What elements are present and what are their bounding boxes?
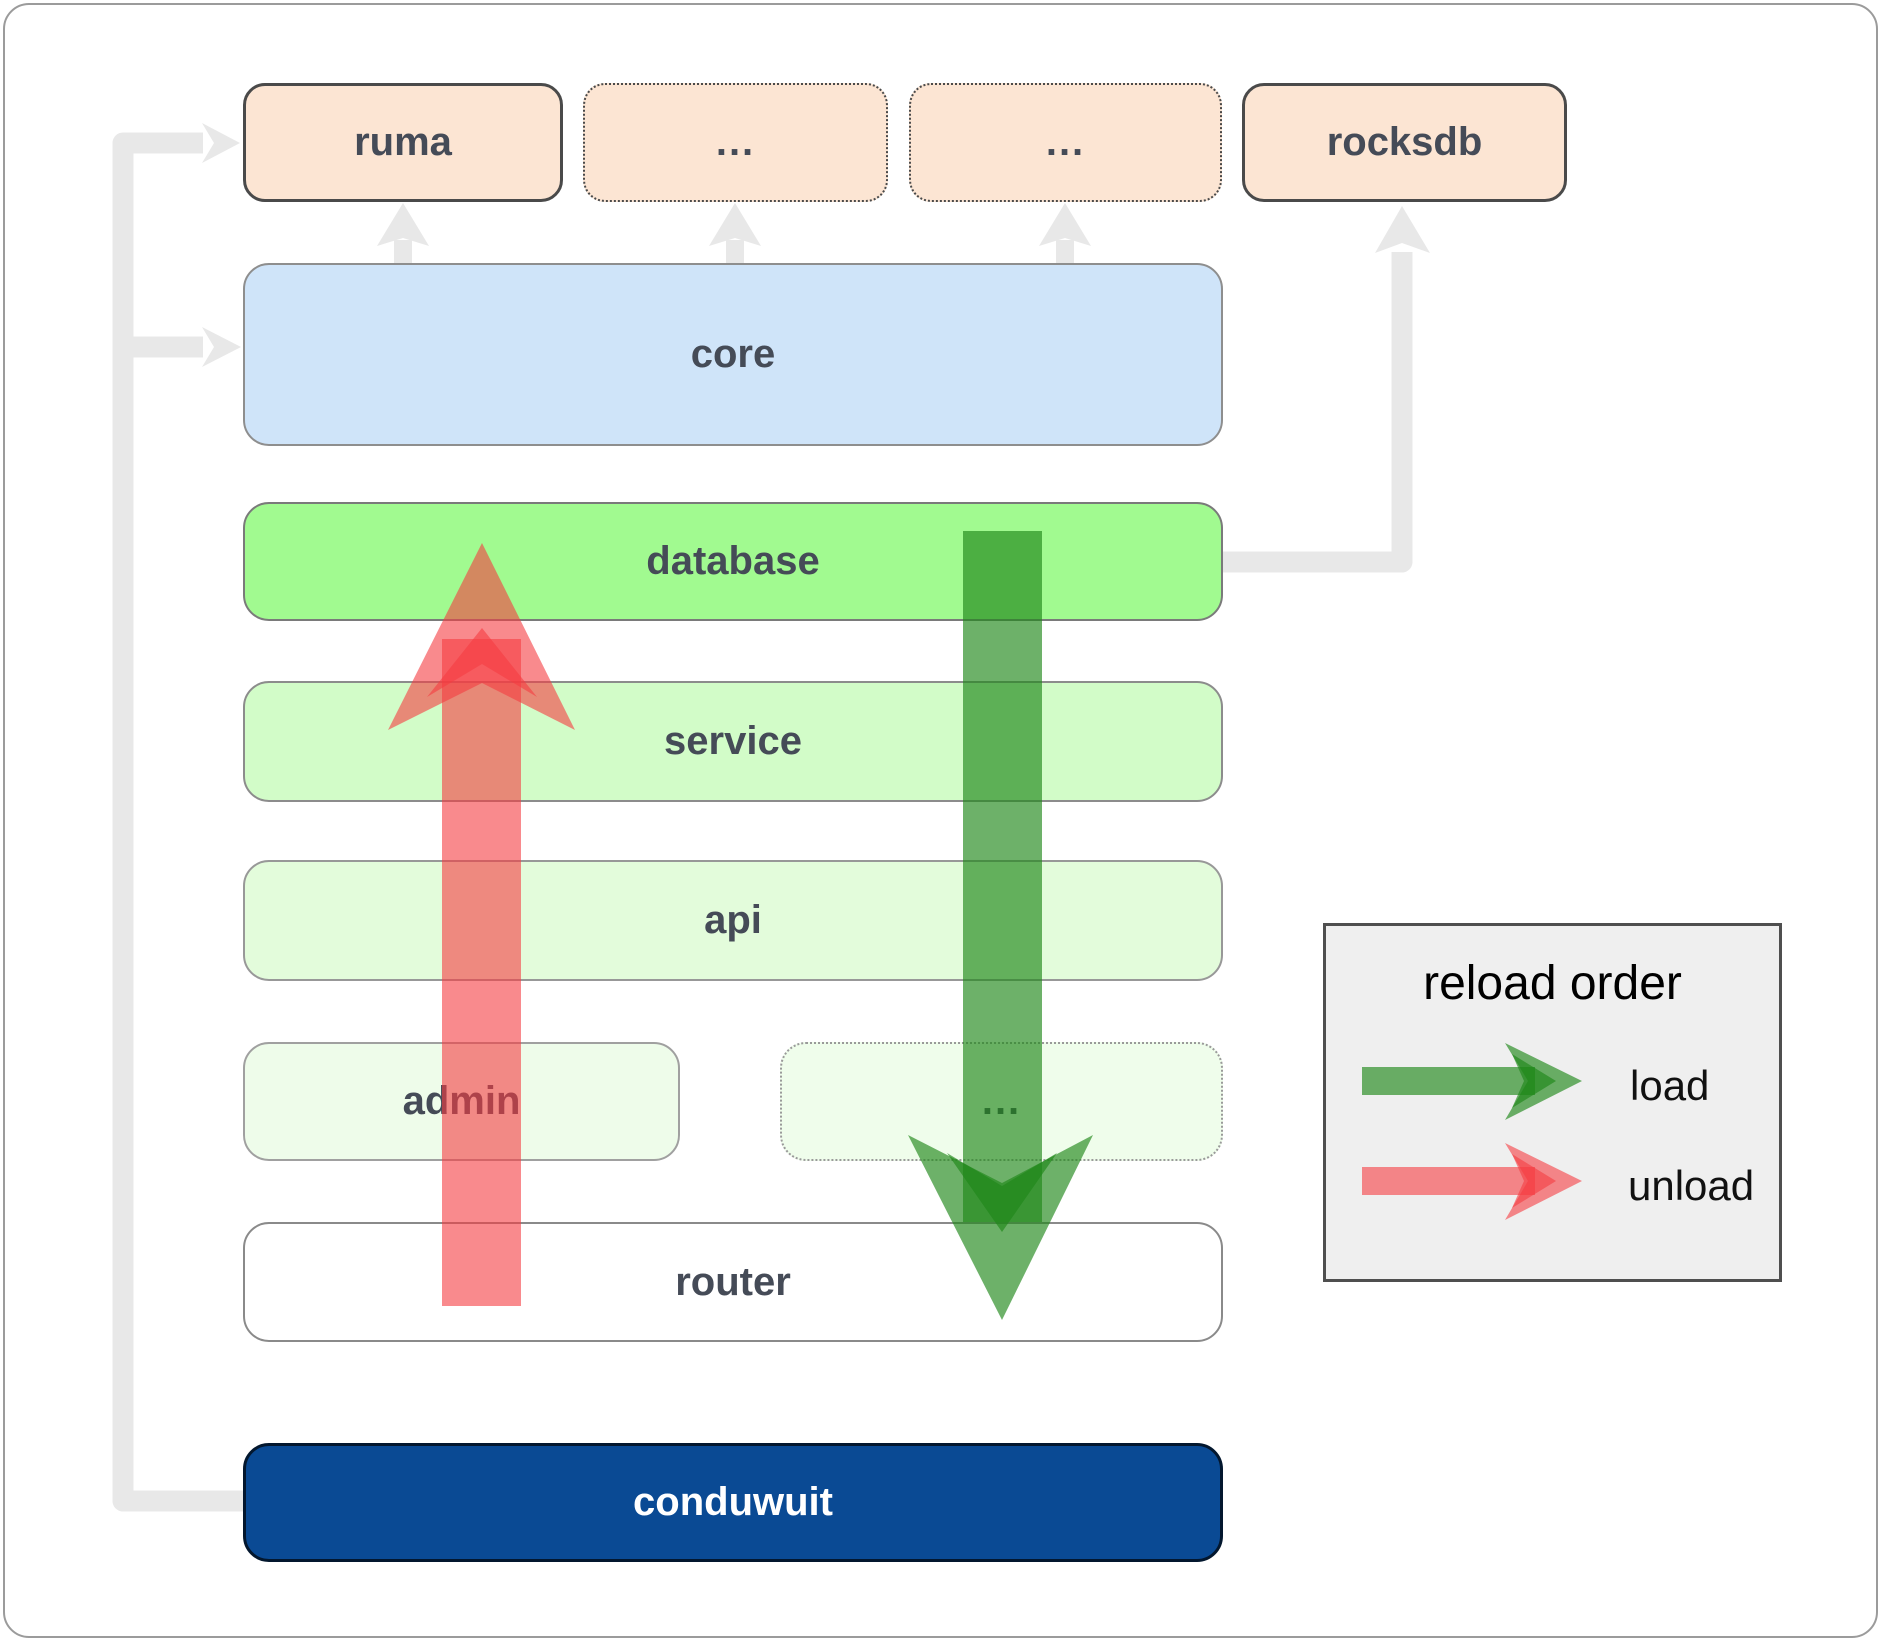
legend-reload-order: reload order load unload [1323,923,1782,1282]
box-ellipsis-2-label: ... [1045,120,1086,164]
box-ellipsis-3-label: ... [981,1079,1022,1123]
box-router-label: router [675,1259,791,1304]
legend-title: reload order [1423,957,1682,1010]
box-conduwuit: conduwuit [243,1443,1223,1562]
box-router: router [243,1222,1223,1342]
box-admin: admin [243,1042,680,1161]
box-database: database [243,502,1223,621]
box-conduwuit-label: conduwuit [633,1480,833,1524]
box-ruma-label: ruma [354,120,452,164]
box-admin-label: admin [402,1079,521,1123]
box-service: service [243,681,1223,802]
box-api-label: api [704,898,762,942]
box-rocksdb-label: rocksdb [1326,120,1483,164]
box-ellipsis-3: ... [780,1042,1223,1161]
box-ellipsis-2: ... [909,83,1222,202]
legend-load-label: load [1630,1062,1710,1109]
box-core: core [243,263,1223,446]
box-api: api [243,860,1223,981]
box-ruma: ruma [243,83,563,202]
diagram-frame [3,3,1878,1638]
box-ellipsis-1: ... [583,83,888,202]
box-rocksdb: rocksdb [1242,83,1567,202]
legend-unload-label: unload [1628,1162,1755,1209]
box-core-label: core [690,332,776,376]
box-service-label: service [664,719,802,763]
box-database-label: database [646,539,820,583]
box-ellipsis-1-label: ... [715,120,756,164]
